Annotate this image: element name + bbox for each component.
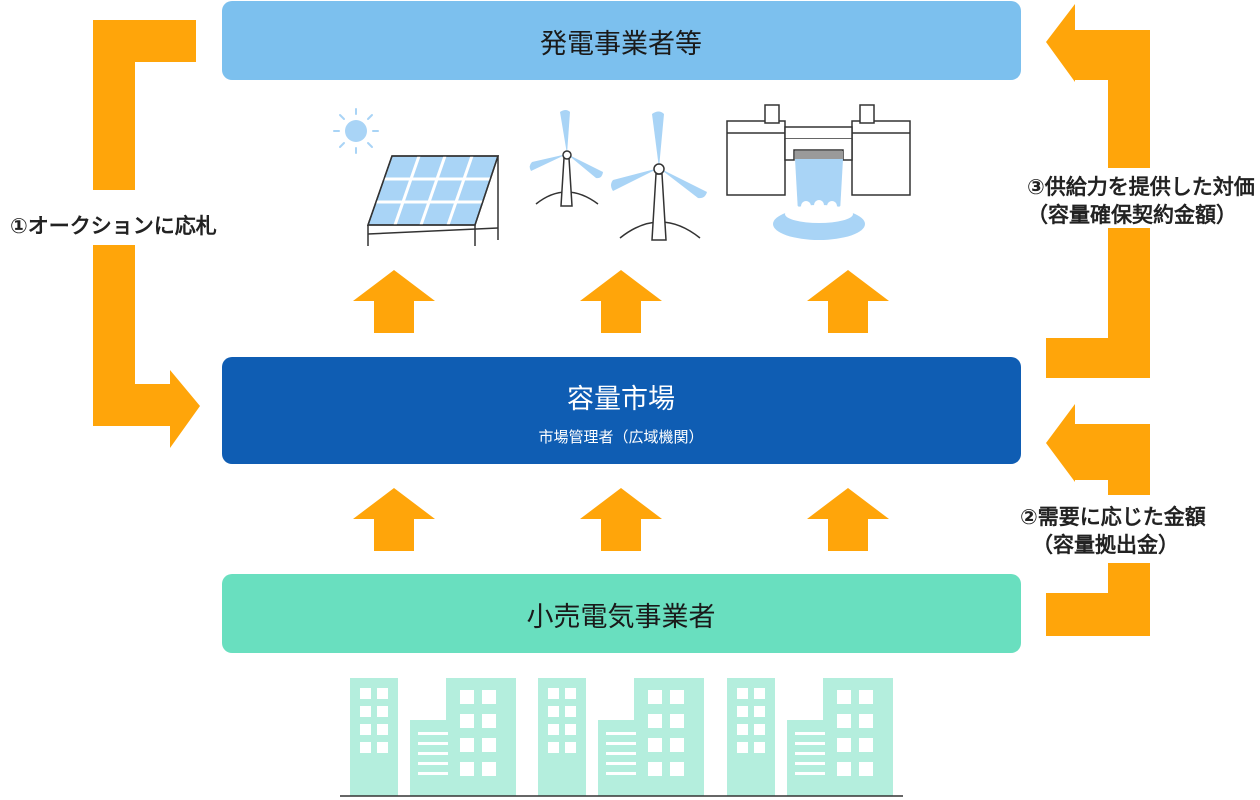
buildings-group (350, 678, 893, 796)
generators-box (222, 1, 1021, 80)
payment-label-line1: ③供給力を提供した対価 (1027, 175, 1255, 199)
up-arrow (353, 270, 435, 333)
generators-title: 発電事業者等 (540, 29, 702, 60)
up-arrow (807, 270, 889, 333)
capacity-market-subtitle: 市場管理者（広域機関） (538, 428, 703, 446)
solar-panel-icon (366, 155, 500, 246)
up-arrow (580, 488, 662, 551)
hydro-dam-icon (726, 104, 911, 240)
contribution-label-line1: ②需要に応じた金額 (1020, 505, 1206, 529)
retailers-title: 小売電気事業者 (527, 602, 716, 633)
payment-label-line2: （容量確保契約金額） (1027, 203, 1237, 227)
sun-icon (333, 108, 379, 154)
up-arrow (580, 270, 662, 333)
upward-arrows-top (353, 270, 889, 333)
auction-flow-arrow (93, 20, 200, 448)
building-icon (538, 678, 586, 796)
building-icon (727, 678, 775, 796)
building-icon (787, 678, 893, 796)
payment-flow-arrow (1046, 4, 1150, 378)
auction-label: ①オークションに応札 (10, 214, 217, 238)
building-icon (598, 678, 704, 796)
contribution-flow-arrow (1046, 404, 1150, 636)
up-arrow (807, 488, 889, 551)
up-arrow (353, 488, 435, 551)
contribution-label-line2: （容量拠出金） (1032, 533, 1179, 557)
retailers-box (222, 574, 1021, 653)
building-icon (350, 678, 398, 796)
building-icon (410, 678, 516, 796)
capacity-market-box (222, 357, 1021, 464)
capacity-market-title: 容量市場 (567, 384, 675, 415)
wind-turbine-icon (611, 111, 707, 241)
wind-turbine-icon (529, 110, 603, 207)
upward-arrows-bottom (353, 488, 889, 551)
